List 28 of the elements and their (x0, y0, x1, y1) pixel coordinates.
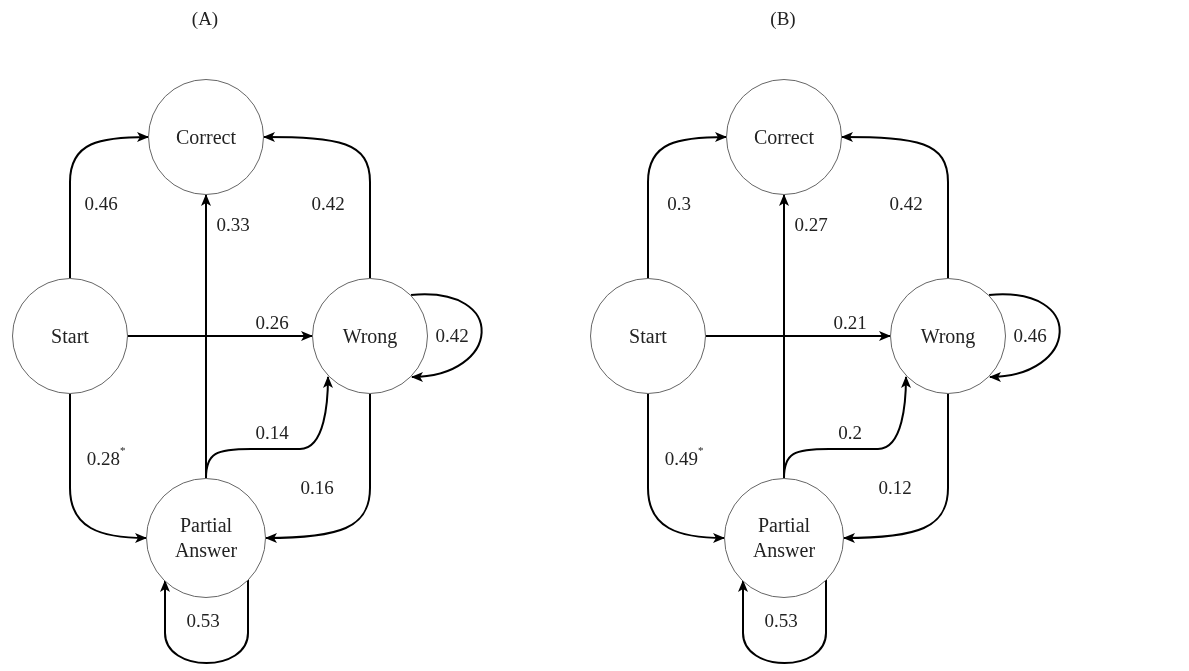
state-label: Start (51, 323, 89, 349)
arrow (69, 132, 149, 279)
state-label: Start (629, 323, 667, 349)
state-label: Partial Answer (751, 513, 817, 563)
state-label: Wrong (920, 323, 976, 349)
panel-title: (B) (770, 8, 796, 30)
arrow (160, 579, 249, 664)
arrow (705, 331, 891, 341)
arrow (647, 393, 725, 543)
arrow (738, 579, 827, 664)
edge-label: 0.28$^{*}$ (85, 448, 127, 468)
state-label: Wrong (342, 323, 398, 349)
edge-label: 0.49$^{*}$ (663, 448, 705, 468)
state-label: Partial Answer (173, 513, 239, 563)
arrow (263, 132, 371, 279)
arrow (127, 331, 313, 341)
arrow (410, 293, 483, 381)
arrow (647, 132, 727, 279)
state-label: Correct (176, 124, 236, 150)
arrow (841, 132, 949, 279)
arrow (783, 376, 911, 479)
arrow (988, 293, 1061, 381)
panel-title: (A) (191, 8, 219, 30)
arrow (205, 376, 333, 479)
arrow (265, 393, 371, 543)
state-label: Correct (754, 124, 814, 150)
arrow (843, 393, 949, 543)
arrow (69, 393, 147, 543)
